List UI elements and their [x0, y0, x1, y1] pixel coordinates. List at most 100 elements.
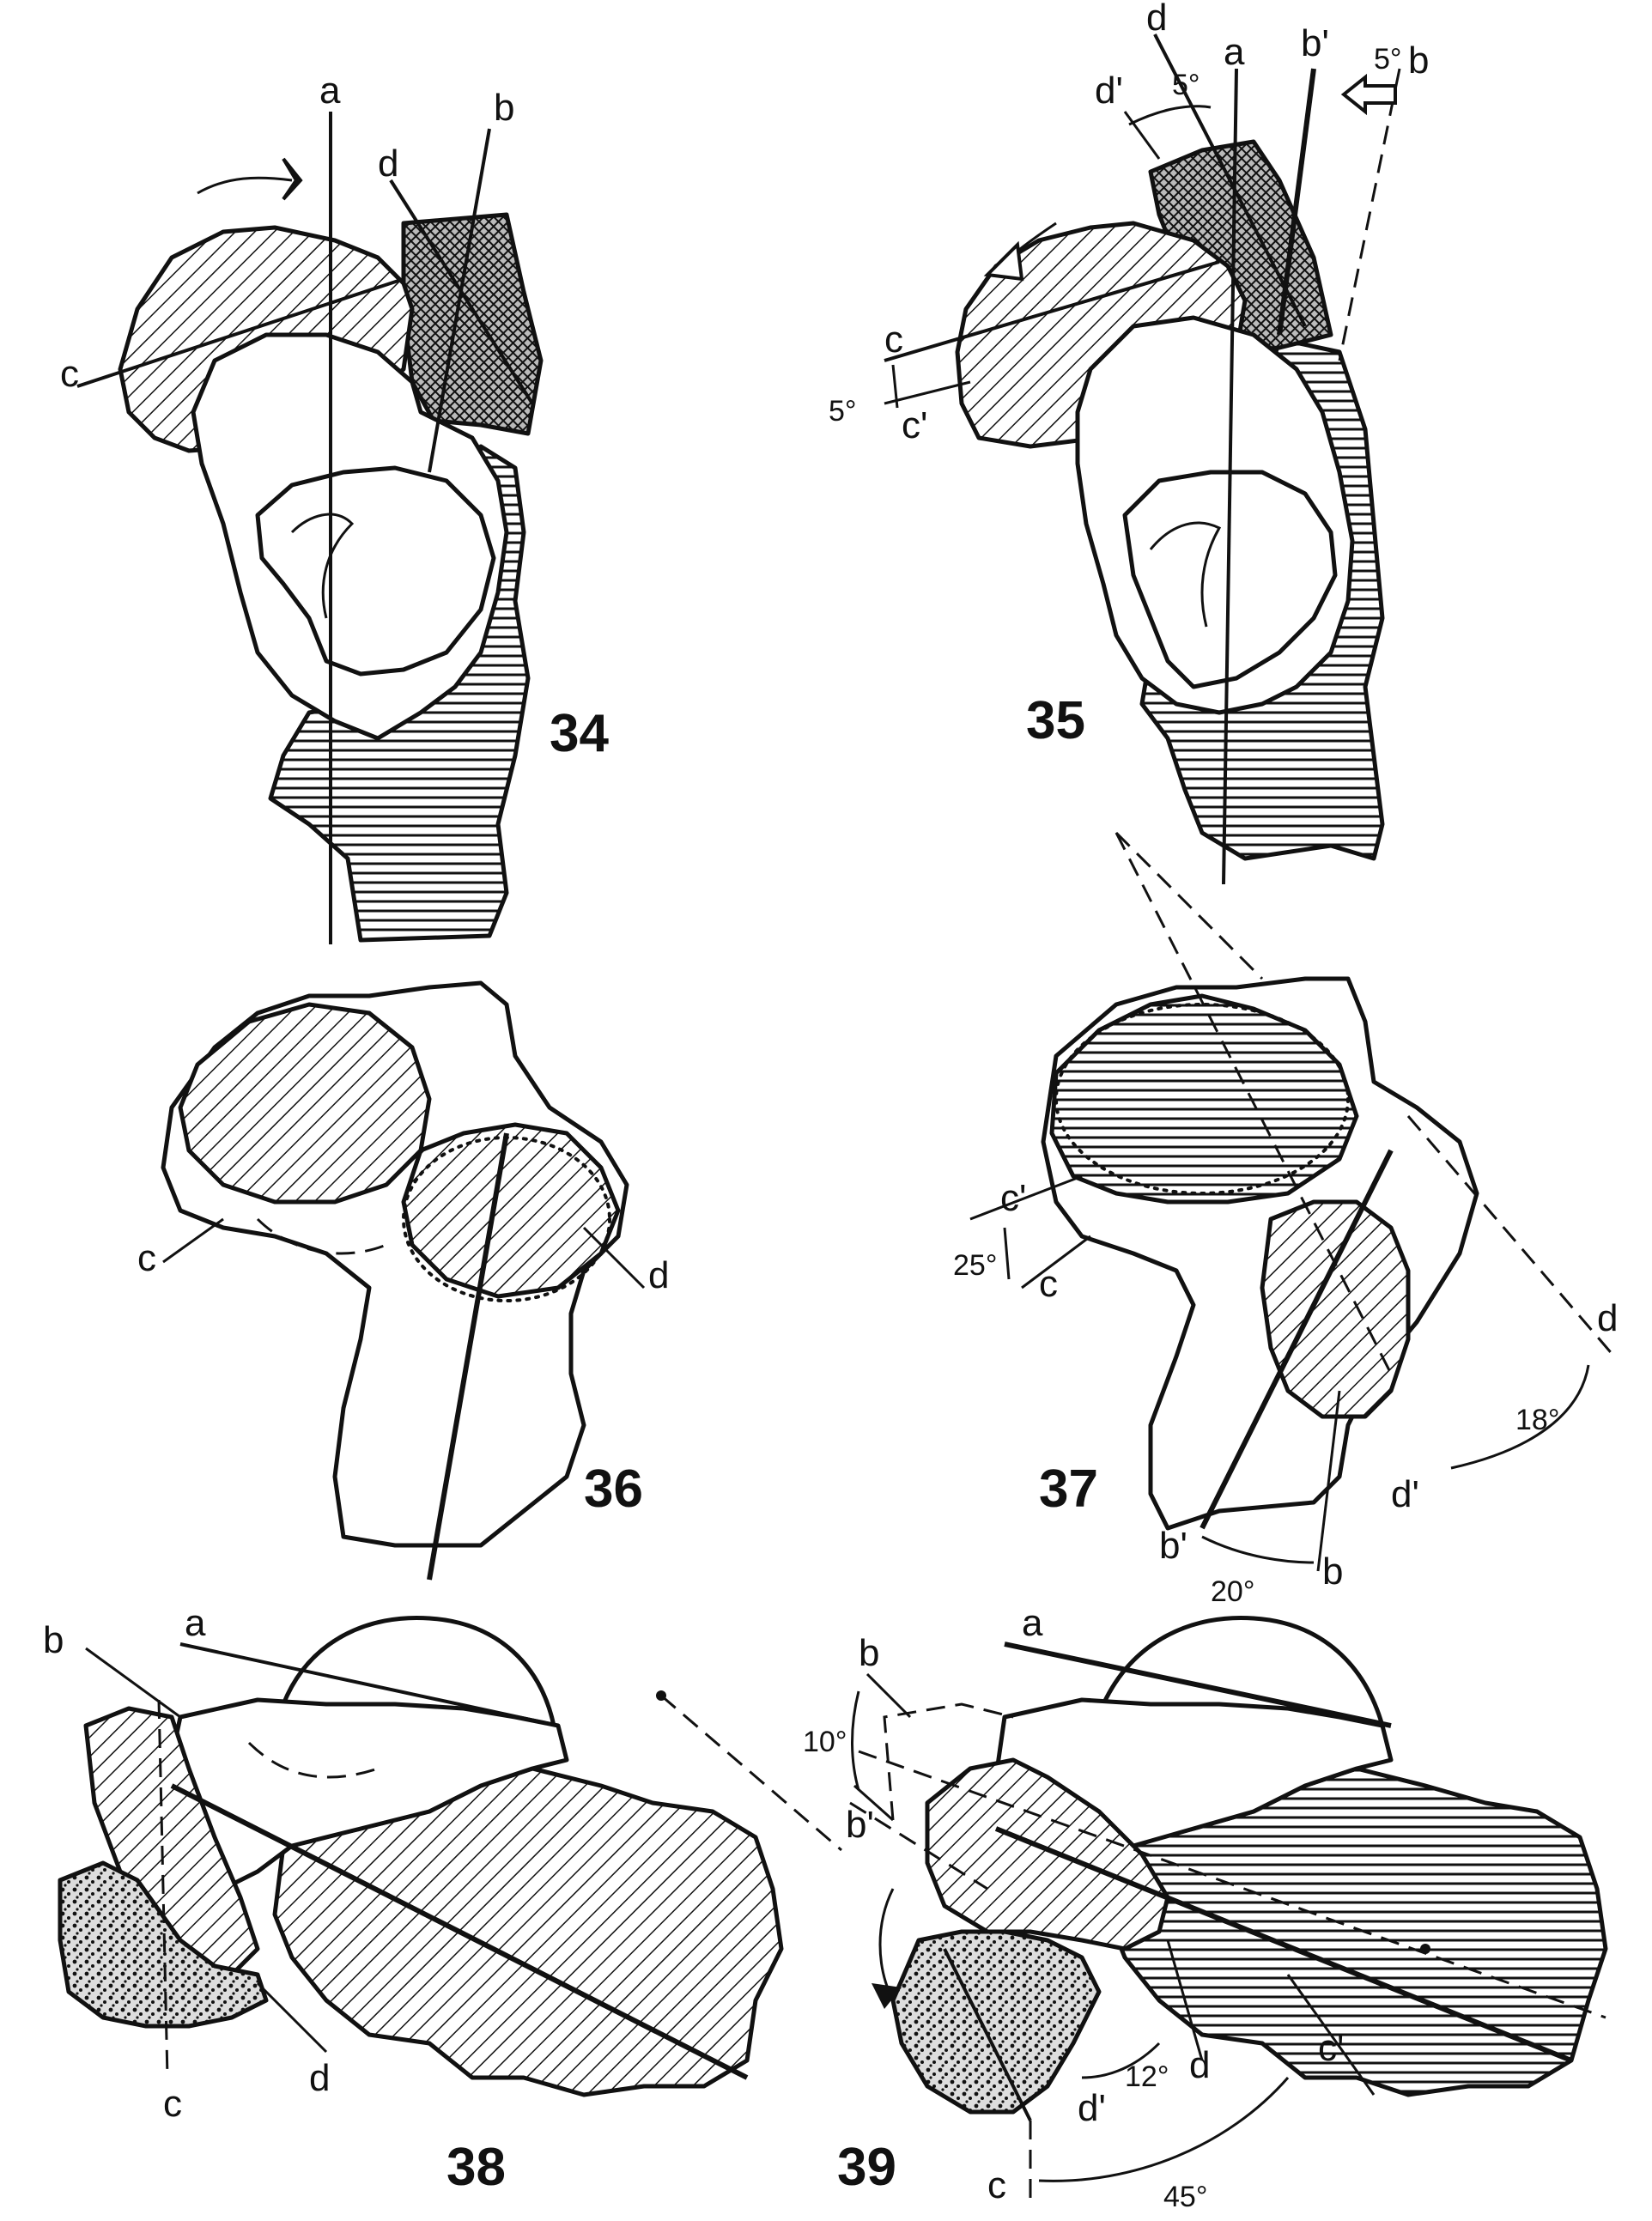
- fig37-dash-d: [1406, 1115, 1616, 1357]
- fig35-line-c: [884, 260, 1220, 362]
- fig34-number: 34: [550, 704, 609, 763]
- fig35-axis-b: [1338, 68, 1401, 361]
- fig39-line-d: [1166, 1939, 1204, 2061]
- fig35-arc-d: [1128, 105, 1212, 126]
- fig39-label-c: c: [987, 2164, 1006, 2206]
- fig35-arrowhead-push: [1340, 73, 1397, 116]
- fig35-line-c-prime: [884, 380, 971, 405]
- fig38-label-c: c: [163, 2083, 182, 2125]
- fig35-label-a: a: [1224, 31, 1245, 73]
- figure-36: c d 36: [137, 980, 669, 1581]
- fig36-line-c: [162, 1217, 224, 1264]
- fig37-label-b-prime: b': [1159, 1525, 1187, 1567]
- fig35-arc-c: [891, 364, 899, 409]
- fig39-label-c-prime: c': [1318, 2027, 1344, 2069]
- fig39-arc-12: [1081, 2042, 1161, 2079]
- figure-34: a b c d 34: [60, 70, 609, 944]
- fig39-pivot-dot: [1420, 1944, 1430, 1954]
- fig38-label-b: b: [43, 1619, 64, 1661]
- fig34-line-c: [76, 277, 404, 388]
- fig37-line-c: [1021, 1235, 1091, 1290]
- fig37-label-d: d: [1597, 1297, 1618, 1339]
- fig35-label-d-prime: d': [1095, 70, 1123, 112]
- fig39-dome: [1101, 1615, 1385, 1728]
- fig35-label-b: b: [1408, 39, 1429, 82]
- fig37-line-c-prime: [969, 1174, 1083, 1221]
- fig37-upper-hatched: [1049, 993, 1359, 1205]
- fig37-axis-b: [1316, 1390, 1341, 1572]
- fig34-rotation-arrow: [197, 176, 293, 195]
- fig37-dotted-outline: [1054, 1003, 1350, 1195]
- fig39-label-d: d: [1189, 2044, 1210, 2086]
- fig38-main-axis: [170, 1783, 749, 2080]
- fig36-axis: [427, 1132, 509, 1581]
- fig37-label-d-prime: d': [1391, 1473, 1419, 1515]
- fig39-number: 39: [837, 2138, 896, 2197]
- fig35-axis-a: [1222, 68, 1238, 885]
- fig38-number: 38: [446, 2138, 506, 2197]
- fig36-number: 36: [584, 1459, 643, 1519]
- fig39-main-axis: [994, 1826, 1573, 2063]
- fig39-axis-a: [1004, 1641, 1392, 1728]
- fig38-dash-ray: [660, 1694, 842, 1852]
- fig34-label-d: d: [378, 143, 398, 185]
- fig37-angle-c: 25°: [953, 1249, 997, 1282]
- figure-37: b b' c c' d d' 25° 18° 20° 37: [953, 831, 1618, 1608]
- fig38-line-b: [85, 1647, 181, 1719]
- fig37-label-c: c: [1039, 1263, 1058, 1305]
- fig34-inner-contour: [255, 465, 496, 677]
- fig34-label-b: b: [494, 87, 514, 129]
- fig39-angle-45: 45°: [1163, 2181, 1207, 2213]
- figure-39: a b b' c c' d d' 10° 12° 45° 39: [803, 1602, 1608, 2213]
- fig36-label-d: d: [648, 1254, 669, 1296]
- fig35-line-d: [1153, 33, 1307, 327]
- fig34-arrowhead: [282, 157, 303, 201]
- fig36-line-d: [582, 1226, 646, 1290]
- fig35-arrowhead-left: [983, 240, 1024, 282]
- fig39-line-b-prime: [853, 1784, 894, 1822]
- fig37-dash-upper: [1114, 832, 1393, 1374]
- fig36-hatched-head-right: [401, 1122, 621, 1299]
- fig38-axis-a: [179, 1642, 559, 1727]
- fig35-number: 35: [1026, 691, 1085, 750]
- fig39-arc-45: [1038, 2077, 1290, 2182]
- fig35-label-b-prime: b': [1301, 22, 1329, 64]
- fig39-stipple: [890, 1929, 1102, 2115]
- fig39-dash-outline: [883, 1702, 1014, 1821]
- fig38-dash-outline: [247, 1741, 379, 1779]
- fig37-number: 37: [1039, 1459, 1098, 1519]
- fig37-arc-c: [1003, 1227, 1011, 1280]
- fig39-dash-ray: [849, 1801, 988, 1890]
- fig39-angle-b: 10°: [803, 1726, 847, 1758]
- fig39-label-b: b: [859, 1632, 879, 1674]
- fig37-axis-b-prime: [1200, 1149, 1394, 1530]
- fig38-dome: [281, 1615, 556, 1728]
- fig37-angle-b: 20°: [1211, 1575, 1254, 1608]
- fig34-axis-b: [428, 128, 491, 473]
- fig36-dash-outline: [256, 1217, 387, 1255]
- figure-35: a b b' c c' d d' 5° 5° 5° 35: [829, 0, 1429, 885]
- fig39-axis-c: [943, 1948, 1032, 2121]
- fig34-line-d: [389, 179, 534, 405]
- fig36-hatched-head-left: [178, 1002, 432, 1205]
- fig37-label-b: b: [1322, 1550, 1343, 1593]
- fig39-label-a: a: [1022, 1602, 1043, 1644]
- fig35-angle-d: 5°: [1172, 69, 1200, 101]
- fig38-axis-vertical: [157, 1699, 169, 2078]
- fig37-arc-d: [1450, 1364, 1590, 1470]
- fig38-line-d: [256, 1981, 328, 2054]
- fig34-label-c: c: [60, 353, 79, 395]
- fig39-line-b: [865, 1672, 912, 1719]
- fig37-dash-upper-2: [1114, 831, 1264, 980]
- fig37-angle-d: 18°: [1515, 1404, 1559, 1436]
- fig38-label-a: a: [185, 1602, 206, 1644]
- fig34-label-a: a: [319, 70, 341, 112]
- fig39-line-c-prime: [1286, 1974, 1376, 2096]
- fig35-angle-b: 5°: [1374, 43, 1402, 76]
- fig37-label-c-prime: c': [1000, 1177, 1026, 1219]
- fig36-label-c: c: [137, 1237, 156, 1279]
- fig38-label-d: d: [309, 2057, 330, 2099]
- fig39-hatched: [925, 1757, 1170, 1951]
- figure-38: a b c d 38: [43, 1602, 842, 2197]
